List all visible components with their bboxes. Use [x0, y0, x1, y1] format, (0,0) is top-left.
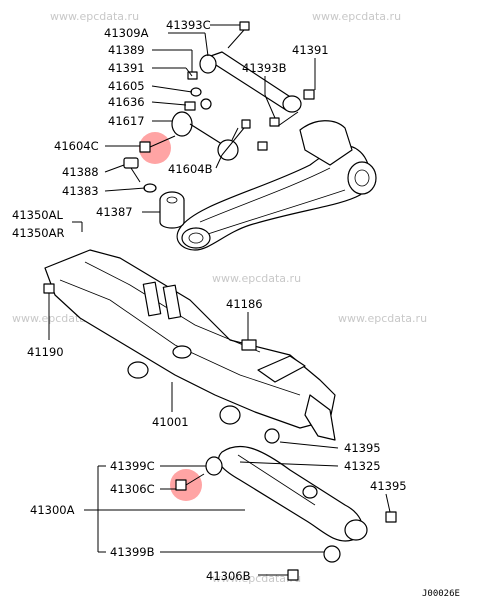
bolt[interactable] — [258, 569, 299, 581]
bolt[interactable] — [123, 157, 141, 183]
watermark-text: www.epcdata.ru — [312, 10, 401, 23]
trailing-arm[interactable] — [176, 120, 377, 251]
nut[interactable] — [385, 511, 397, 523]
control-link[interactable] — [171, 111, 239, 161]
callout-41604C[interactable]: 41604C — [54, 139, 99, 153]
callout-41395[interactable]: 41395 — [344, 441, 381, 455]
callout-41350AL[interactable]: 41350AL — [12, 208, 63, 222]
watermark-text: www.epcdata.ru — [50, 10, 139, 23]
bolt-highlighted[interactable] — [175, 473, 205, 491]
callout-41300A[interactable]: 41300A — [30, 503, 75, 517]
washer[interactable] — [190, 87, 202, 97]
callout-41306B[interactable]: 41306B — [206, 569, 251, 583]
callout-41604B[interactable]: 41604B — [168, 162, 213, 176]
bolt[interactable] — [227, 21, 250, 49]
callout-41636[interactable]: 41636 — [108, 95, 145, 109]
callout-41309A[interactable]: 41309A — [104, 26, 149, 40]
callout-41399C[interactable]: 41399C — [110, 459, 155, 473]
callout-41395-bottom[interactable]: 41395 — [370, 479, 407, 493]
diagram-code: J00026E — [422, 589, 460, 599]
callout-41190[interactable]: 41190 — [27, 345, 64, 359]
bolt-highlighted[interactable] — [139, 135, 176, 153]
bolt[interactable] — [43, 283, 55, 316]
callout-41325[interactable]: 41325 — [344, 459, 381, 473]
arm-bushing[interactable] — [159, 191, 185, 229]
nut[interactable] — [257, 141, 268, 151]
callout-41389[interactable]: 41389 — [108, 43, 145, 57]
lower-arm[interactable] — [218, 445, 368, 542]
highlight-marker — [139, 132, 171, 164]
leader-lines — [48, 24, 391, 553]
lateral-link[interactable] — [199, 51, 302, 113]
callout-41393B[interactable]: 41393B — [242, 61, 287, 75]
callout-41350AR[interactable]: 41350AR — [12, 226, 64, 240]
bushing[interactable] — [323, 545, 341, 563]
callout-labels: 41393C 41309A 41389 41391 41605 41636 41… — [12, 18, 407, 583]
callout-41399B[interactable]: 41399B — [110, 545, 155, 559]
callout-41001[interactable]: 41001 — [152, 415, 189, 429]
watermark-text: www.epcdata.ru — [212, 272, 301, 285]
bolt[interactable] — [269, 111, 299, 127]
callout-41617[interactable]: 41617 — [108, 114, 145, 128]
callout-41393C[interactable]: 41393C — [166, 18, 211, 32]
bushing[interactable] — [264, 428, 280, 444]
nut[interactable] — [241, 339, 257, 351]
callout-41605[interactable]: 41605 — [108, 79, 145, 93]
callout-41388[interactable]: 41388 — [62, 165, 99, 179]
washer[interactable] — [143, 183, 157, 193]
nut[interactable] — [303, 89, 315, 100]
bushing[interactable] — [205, 456, 223, 476]
crossmember[interactable] — [44, 249, 336, 441]
callout-41186[interactable]: 41186 — [226, 297, 263, 311]
callout-41391-right[interactable]: 41391 — [292, 43, 329, 57]
nut[interactable] — [184, 101, 196, 111]
callout-41391[interactable]: 41391 — [108, 61, 145, 75]
watermark-text: www.epcdata.ru — [338, 312, 427, 325]
washer[interactable] — [200, 98, 212, 110]
callout-41383[interactable]: 41383 — [62, 184, 99, 198]
callout-41387[interactable]: 41387 — [96, 205, 133, 219]
bolt[interactable] — [231, 119, 251, 141]
callout-41306C[interactable]: 41306C — [110, 482, 155, 496]
